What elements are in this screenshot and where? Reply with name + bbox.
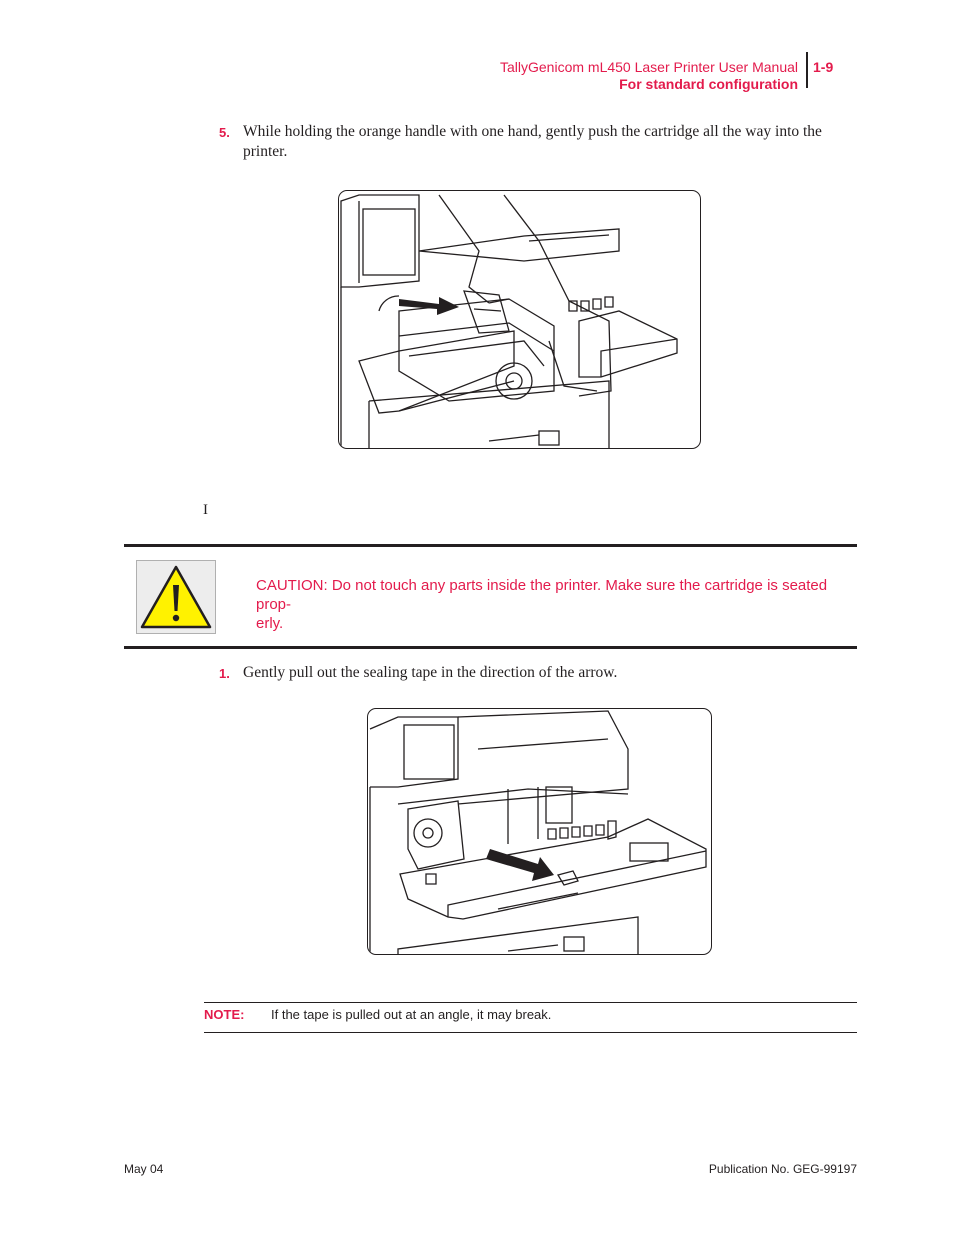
figure-sealing-tape — [367, 708, 712, 955]
page-number: 1-9 — [813, 59, 834, 75]
sealing-tape-illustration — [369, 710, 707, 954]
caution-rule-top — [124, 544, 857, 547]
note-label: NOTE: — [204, 1007, 245, 1022]
step-number: 1. — [219, 666, 230, 681]
warning-triangle-icon — [136, 560, 216, 634]
caution-line: CAUTION: Do not touch any parts inside t… — [256, 577, 828, 613]
figure-insert-cartridge — [338, 190, 701, 449]
footer-publication: Publication No. GEG-99197 — [708, 1162, 857, 1176]
manual-title: TallyGenicom mL450 Laser Printer User Ma… — [499, 59, 798, 75]
note-rule-top — [204, 1002, 857, 1003]
footer-date: May 04 — [124, 1162, 164, 1176]
note-text: If the tape is pulled out at an angle, i… — [271, 1007, 552, 1022]
header-divider — [806, 52, 808, 88]
stray-character: I — [203, 502, 208, 518]
step-text-line: Gently pull out the sealing tape in the … — [243, 664, 618, 681]
section-title: For standard configuration — [619, 76, 798, 92]
step-text-line: printer. — [243, 143, 288, 160]
step-number: 5. — [219, 125, 230, 140]
step-text-line: While holding the orange handle with one… — [243, 123, 822, 140]
printer-cartridge-illustration — [340, 194, 678, 448]
caution-message: CAUTION: Do not touch any parts inside t… — [256, 576, 856, 633]
caution-line: erly. — [256, 615, 284, 632]
caution-rule-bottom — [124, 646, 857, 649]
note-rule-bottom — [204, 1032, 857, 1033]
